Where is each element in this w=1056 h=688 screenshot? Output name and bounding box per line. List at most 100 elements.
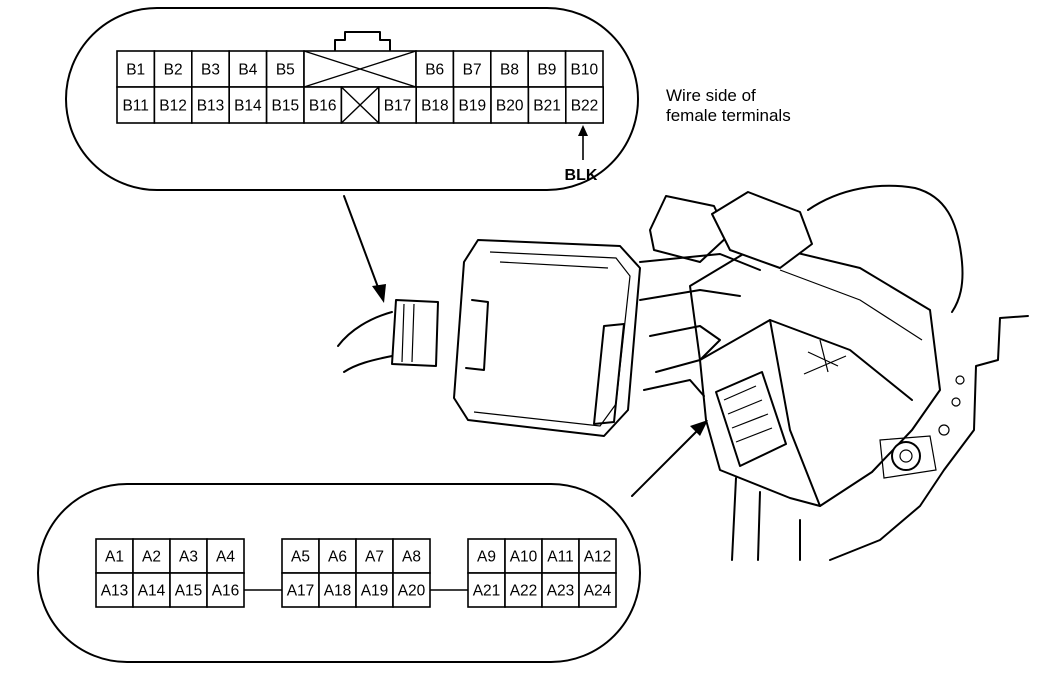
harness-wire-2 <box>639 289 741 301</box>
bracket-hole-3 <box>938 424 950 436</box>
terminal-a-cell: A21 <box>467 572 506 608</box>
terminal-label: A19 <box>361 583 389 600</box>
terminal-a-cell: A7 <box>355 538 394 574</box>
wire-color-label: BLK <box>565 167 598 184</box>
terminal-a-cell: A12 <box>578 538 617 574</box>
terminal-label: B10 <box>571 62 599 79</box>
terminal-label: A14 <box>138 583 166 600</box>
terminal-label: B18 <box>421 98 449 115</box>
terminal-label: A13 <box>101 583 129 600</box>
control-unit-illustration <box>337 184 1029 561</box>
terminal-b-cell: B1 <box>116 50 156 88</box>
terminal-a-cell: A8 <box>392 538 431 574</box>
terminal-b-cell: B16 <box>303 86 343 124</box>
terminal-b-cell: B8 <box>489 50 529 88</box>
terminal-label: A21 <box>473 583 501 600</box>
bolt-bracket <box>879 435 937 479</box>
terminal-label: B5 <box>276 62 295 79</box>
terminal-b-cell: B4 <box>228 50 268 88</box>
harness-wire-3 <box>649 325 721 373</box>
terminal-label: A4 <box>216 549 235 566</box>
terminal-label: B2 <box>164 62 183 79</box>
blk-arrow-head <box>578 125 588 136</box>
control-unit-housing <box>453 239 641 437</box>
terminal-b-cell: B7 <box>452 50 492 88</box>
terminal-label: B3 <box>201 62 220 79</box>
connector-b-lock-tab <box>334 31 391 51</box>
control-unit-lid-line <box>499 261 609 269</box>
terminal-b-cell: B14 <box>228 86 268 124</box>
upper-plug-2 <box>711 191 813 269</box>
main-box-cross-mark <box>803 339 847 375</box>
terminal-label: B9 <box>537 62 556 79</box>
control-unit-side-clip <box>593 323 625 425</box>
terminal-label: A8 <box>402 549 421 566</box>
terminal-label: A3 <box>179 549 198 566</box>
terminal-a-cell: A3 <box>169 538 208 574</box>
terminal-label: A18 <box>324 583 352 600</box>
terminal-label: B14 <box>234 98 262 115</box>
terminal-b-cell: B12 <box>153 86 193 124</box>
terminal-b-cell: B21 <box>527 86 567 124</box>
terminal-label: A15 <box>175 583 203 600</box>
terminal-label: B4 <box>238 62 257 79</box>
main-box-top-edge <box>699 319 913 401</box>
terminal-a-cell: A20 <box>392 572 431 608</box>
terminal-label: B13 <box>197 98 225 115</box>
terminal-a-cell: A9 <box>467 538 506 574</box>
terminal-a-cell: A13 <box>95 572 134 608</box>
bracket-hole-2 <box>951 397 961 407</box>
terminal-a-cell: A6 <box>318 538 357 574</box>
terminal-b-cell: B17 <box>377 86 417 124</box>
terminal-a-cell: A15 <box>169 572 208 608</box>
terminal-label: B12 <box>159 98 187 115</box>
terminal-b-cell: B13 <box>191 86 231 124</box>
terminal-label: B8 <box>500 62 519 79</box>
terminal-a-cell: A1 <box>95 538 134 574</box>
terminal-label: A7 <box>365 549 384 566</box>
terminal-label: A23 <box>547 583 575 600</box>
terminal-a-cell: A23 <box>541 572 580 608</box>
leader-arrowhead-b <box>372 284 386 303</box>
terminal-a-cell: A24 <box>578 572 617 608</box>
terminal-a-cell: A4 <box>206 538 245 574</box>
terminal-label: B6 <box>425 62 444 79</box>
terminal-b-cell: B6 <box>415 50 455 88</box>
bracket-hole-1 <box>955 375 965 385</box>
body-bracket-outline <box>829 315 1029 561</box>
terminal-a-cell: A10 <box>504 538 543 574</box>
terminal-label: B19 <box>459 98 487 115</box>
mounting-bolt <box>891 441 921 471</box>
terminal-a-cell: A5 <box>281 538 320 574</box>
b-harness-wire-upper <box>337 311 393 347</box>
terminal-b-blank-wide <box>303 50 417 88</box>
terminal-label: A6 <box>328 549 347 566</box>
terminal-label: A9 <box>477 549 496 566</box>
terminal-label: A20 <box>398 583 426 600</box>
leader-line-b <box>343 195 383 299</box>
terminal-b-cell: B9 <box>527 50 567 88</box>
terminal-b-cell: B3 <box>191 50 231 88</box>
terminal-a-cell: A18 <box>318 572 357 608</box>
terminal-label: B11 <box>122 98 148 115</box>
control-unit-left-tab <box>465 299 489 371</box>
terminal-label: B21 <box>533 98 561 115</box>
terminal-label: B17 <box>384 98 412 115</box>
mounting-bolt-head <box>899 449 913 463</box>
terminal-b-cell: B2 <box>153 50 193 88</box>
terminal-label: B22 <box>571 98 599 115</box>
b-harness-plug <box>391 299 439 367</box>
terminal-label: A5 <box>291 549 310 566</box>
terminal-a-cell: A11 <box>541 538 580 574</box>
terminal-label: B15 <box>272 98 300 115</box>
caption-line-2: female terminals <box>666 106 791 125</box>
leader-line-a <box>631 427 701 497</box>
terminal-b-cell: B18 <box>415 86 455 124</box>
terminal-label: A24 <box>584 583 612 600</box>
terminal-label: A16 <box>212 583 240 600</box>
terminal-b-cell: B5 <box>265 50 305 88</box>
terminal-b-cell: B19 <box>452 86 492 124</box>
support-post-lines <box>731 477 801 561</box>
